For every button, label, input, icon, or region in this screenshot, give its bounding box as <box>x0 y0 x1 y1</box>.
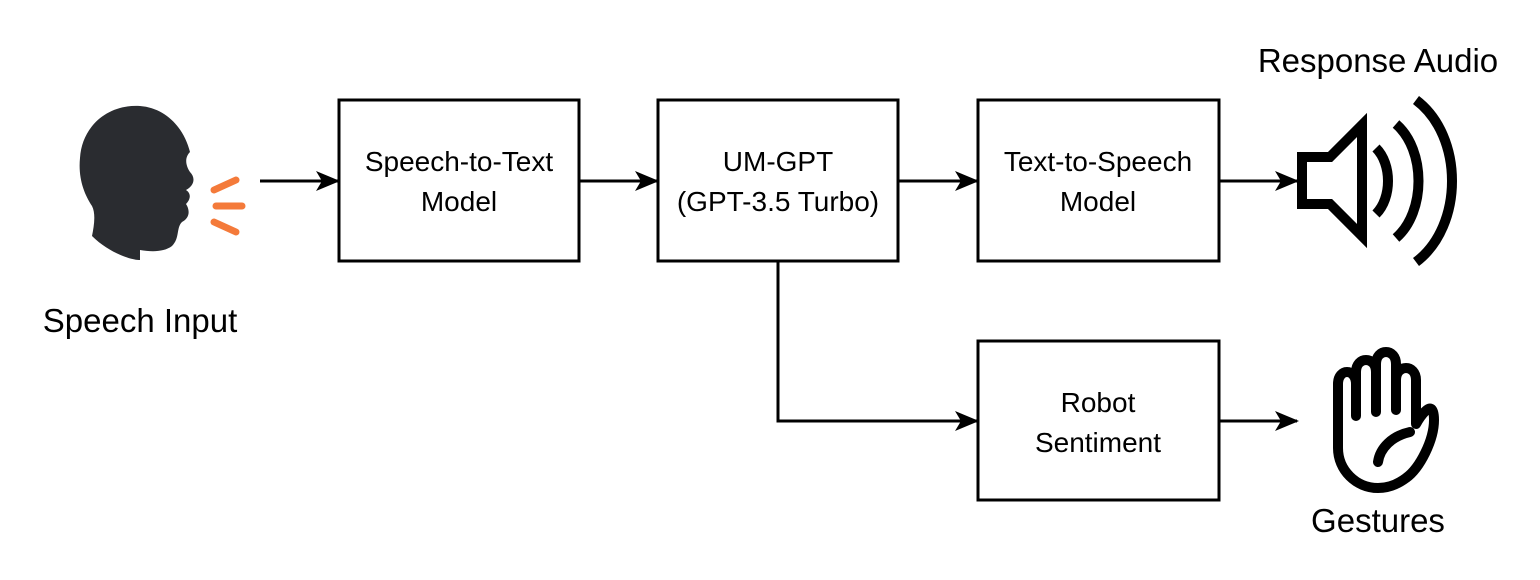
gestures-label: Gestures <box>1311 502 1445 539</box>
speaking-head-icon <box>79 105 246 261</box>
stt-label-line1: Speech-to-Text <box>365 146 554 177</box>
stt-label-line2: Model <box>421 186 497 217</box>
tts-label-line2: Model <box>1060 186 1136 217</box>
sound-waves-icon <box>210 176 246 236</box>
um-gpt-block: UM-GPT (GPT-3.5 Turbo) <box>656 98 900 263</box>
llm-label-line1: UM-GPT <box>723 146 833 177</box>
tts-label-line1: Text-to-Speech <box>1004 146 1192 177</box>
arrow-llm-to-sentiment <box>776 262 979 431</box>
speech-to-text-block: Speech-to-Text Model <box>337 98 581 263</box>
raised-hand-icon <box>1333 347 1439 493</box>
robot-sentiment-block: Robot Sentiment <box>976 339 1221 502</box>
response-audio-label: Response Audio <box>1258 42 1498 79</box>
speaker-volume-icon <box>1297 96 1457 266</box>
speech-input-label: Speech Input <box>43 302 238 339</box>
sentiment-label-line1: Robot <box>1061 387 1136 418</box>
sentiment-label-line2: Sentiment <box>1035 427 1161 458</box>
llm-label-line2: (GPT-3.5 Turbo) <box>677 186 879 217</box>
text-to-speech-block: Text-to-Speech Model <box>976 98 1221 263</box>
